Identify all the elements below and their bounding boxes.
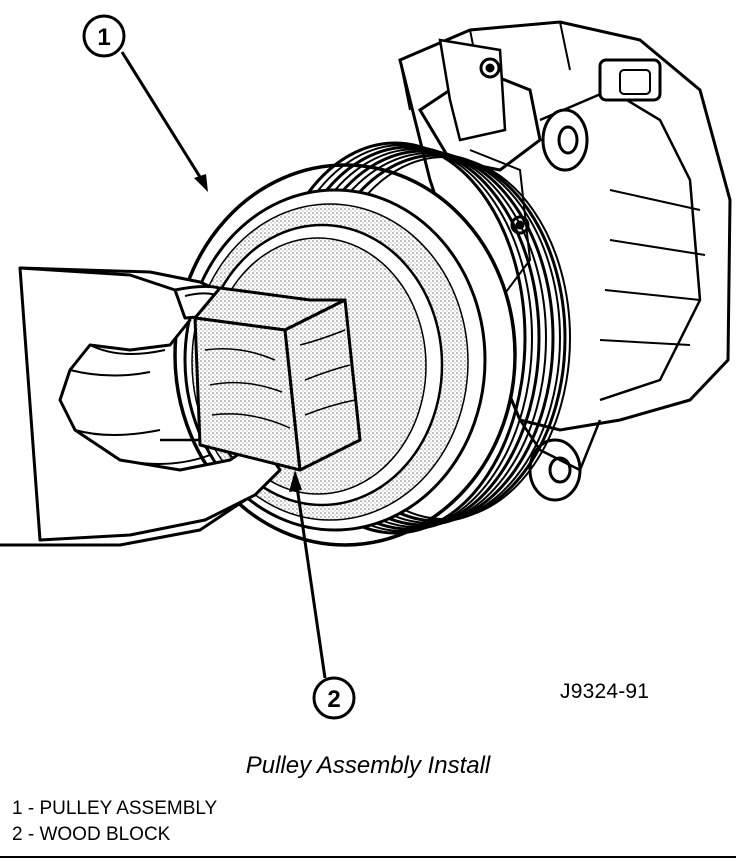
wood-block [193,286,362,472]
callout-1-label: 1 [97,24,110,51]
bottom-rule [0,856,736,858]
legend: 1 - PULLEY ASSEMBLY 2 - WOOD BLOCK [12,796,217,848]
figure-caption: Pulley Assembly Install [245,752,491,779]
legend-item-pulley-assembly: 1 - PULLEY ASSEMBLY [12,798,218,819]
callout-2: 2 [289,470,356,720]
hand [0,266,282,547]
pulley-install-illustration: 1 2 [0,14,732,720]
callout-2-label: 2 [327,686,340,713]
figure-id: J9324-91 [560,680,650,703]
callout-1: 1 [82,14,208,192]
legend-item-wood-block: 2 - WOOD BLOCK [12,824,171,845]
